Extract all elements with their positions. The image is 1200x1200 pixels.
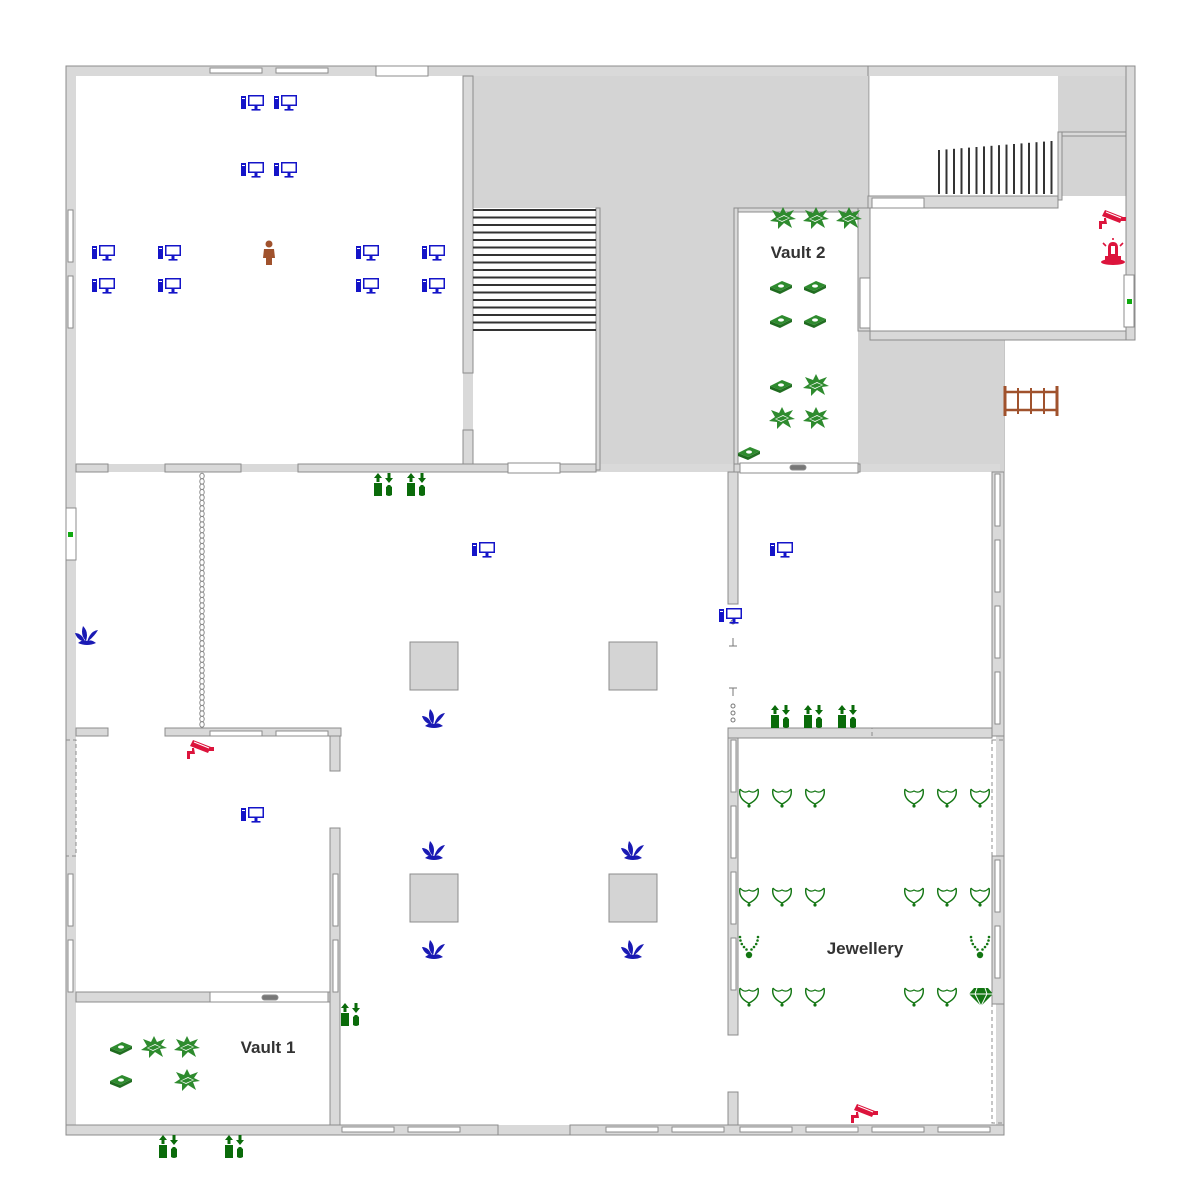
open-passages xyxy=(65,727,1005,1124)
column xyxy=(409,873,459,923)
column xyxy=(608,873,658,923)
access-sensor-icon xyxy=(68,532,73,537)
staircase-main xyxy=(473,209,596,331)
columns xyxy=(409,641,658,923)
staircase-upper xyxy=(938,141,1053,194)
stair-room xyxy=(473,208,596,464)
person-icon xyxy=(263,240,275,265)
vault-2-label: Vault 2 xyxy=(771,243,826,262)
windows xyxy=(67,67,1001,1133)
vault-2-room xyxy=(738,208,858,464)
vault-1-label: Vault 1 xyxy=(241,1038,296,1057)
ladder-icon xyxy=(1003,386,1059,416)
access-sensor-indicators xyxy=(68,299,1132,537)
access-sensor-icon xyxy=(159,1135,178,1158)
room-floors xyxy=(76,76,1126,1125)
vault-1-room xyxy=(76,1002,330,1125)
access-sensor-icon xyxy=(1127,299,1132,304)
laser-chain-barrier xyxy=(199,472,205,728)
chain-link xyxy=(199,721,205,728)
access-sensor-icon xyxy=(225,1135,244,1158)
office-room xyxy=(76,76,463,464)
jewellery-label: Jewellery xyxy=(827,939,904,958)
column xyxy=(608,641,658,691)
column xyxy=(409,641,459,691)
